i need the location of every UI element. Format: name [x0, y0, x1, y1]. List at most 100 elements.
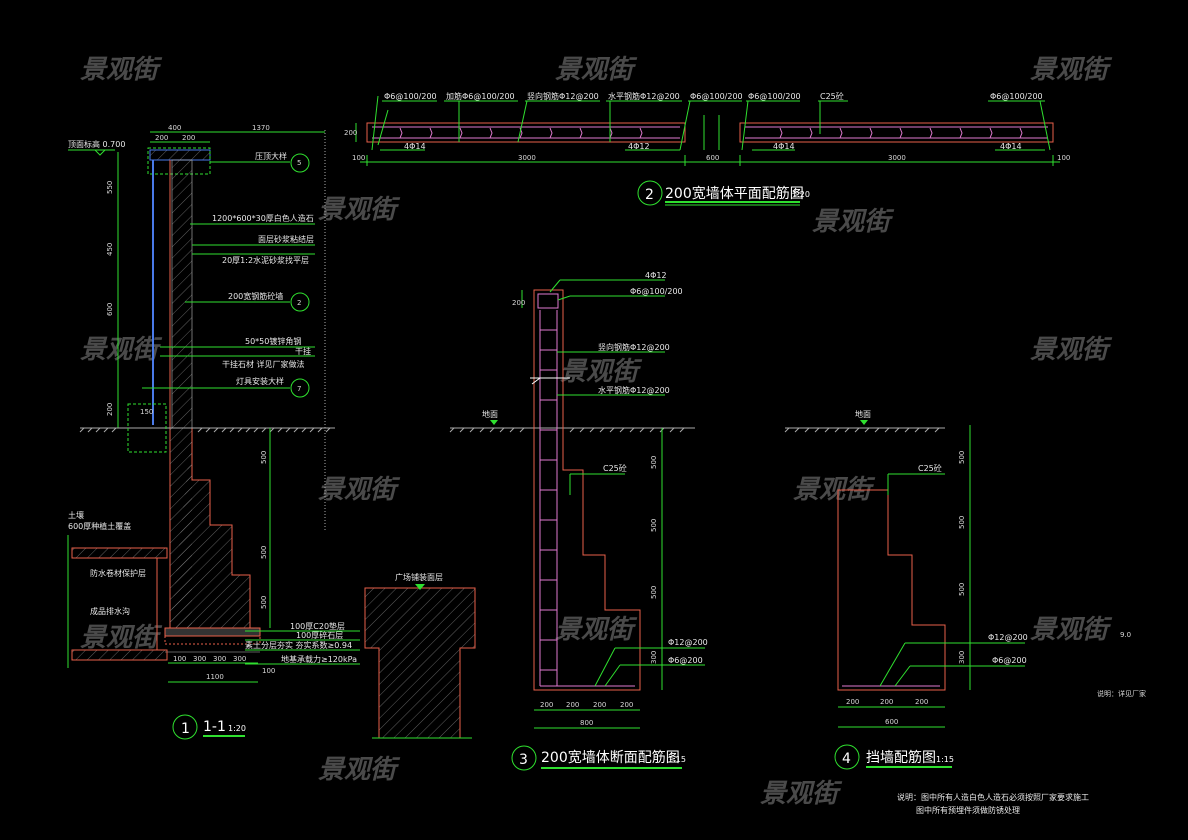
- dimension: 500: [650, 519, 658, 532]
- plan-label: Φ6@100/200: [690, 92, 743, 101]
- dimension: 500: [260, 546, 268, 559]
- watermark: 景观街: [812, 207, 895, 237]
- callout-label: 防水卷材保护层: [90, 568, 146, 578]
- elevation-label: 9.0: [1120, 631, 1131, 639]
- dimension: 500: [958, 583, 966, 596]
- plan-label: Φ6@100/200: [384, 92, 437, 101]
- elevation-label: 顶面标高 0.700: [68, 139, 125, 149]
- dimension: 200: [880, 698, 893, 706]
- dimension: 200: [155, 134, 168, 142]
- plan-label: 加筋Φ6@100/200: [446, 91, 515, 101]
- dimension: 500: [650, 456, 658, 469]
- plan-rebar-drawing: Φ6@100/200 加筋Φ6@100/200 竖向钢筋Φ12@200 水平钢筋…: [344, 91, 1070, 206]
- dimension: 300: [650, 651, 658, 664]
- drawing-title: 挡墙配筋图: [866, 749, 936, 766]
- callout-label: 土壤: [68, 510, 84, 520]
- dimension: 100: [262, 667, 275, 675]
- callout-label: C25砼: [918, 463, 942, 473]
- drawing-title: 1-1: [203, 719, 226, 735]
- dimension: 100: [173, 655, 186, 663]
- dimension: 500: [650, 586, 658, 599]
- callout-label: 成品排水沟: [90, 606, 130, 616]
- plan-label: 竖向钢筋Φ12@200: [527, 91, 599, 101]
- dimension: 200: [182, 134, 195, 142]
- section-4-drawing: 地面 C25砼 Φ12@200 Φ6@200 500 500 500 300 2…: [784, 409, 1028, 770]
- drawing-scale: 1:15: [936, 755, 954, 764]
- callout-label: Φ6@200: [992, 656, 1027, 665]
- watermark: 景观街: [760, 779, 843, 809]
- callout-label: 压顶大样: [255, 151, 287, 161]
- dimension: 400: [168, 124, 181, 132]
- dimension: 500: [958, 516, 966, 529]
- dimension: 600: [106, 303, 114, 316]
- callout-label: 面层砂浆粘结层: [258, 234, 314, 244]
- watermark: 景观街: [80, 335, 163, 365]
- plan-label: 水平钢筋Φ12@200: [608, 91, 680, 101]
- dimension: 200: [593, 701, 606, 709]
- dimension: 200: [344, 129, 357, 137]
- callout-label: 干挂: [295, 346, 311, 356]
- watermark: 景观街: [1030, 335, 1113, 365]
- dimension: 600: [706, 154, 719, 162]
- plan-label: C25砼: [820, 91, 844, 101]
- detail-ref-number: 7: [297, 385, 301, 393]
- dimension: 500: [260, 596, 268, 609]
- note-line: 图中所有预埋件须做防锈处理: [916, 805, 1020, 815]
- drawing-title: 200宽墙体平面配筋图: [665, 185, 804, 202]
- dimension: 550: [106, 181, 114, 194]
- dimension: 800: [580, 719, 593, 727]
- dimension: 3000: [888, 154, 906, 162]
- callout-label: Φ12@200: [668, 638, 708, 647]
- dimension: 450: [106, 243, 114, 256]
- callout-label: 干挂石材 详见厂家做法: [222, 359, 305, 369]
- callout-label: Φ12@200: [988, 633, 1028, 642]
- dimension: 600: [885, 718, 898, 726]
- plan-label: 4Φ14: [404, 142, 426, 151]
- dimension: 500: [958, 451, 966, 464]
- callout-label: 20厚1:2水泥砂浆找平层: [222, 255, 309, 265]
- ground-label: 地面: [482, 409, 498, 419]
- dimension: 100: [352, 154, 365, 162]
- watermark: 景观街: [555, 615, 638, 645]
- watermark: 景观街: [80, 55, 163, 85]
- callout-label: 600厚种植土覆盖: [68, 521, 131, 531]
- note-label: 说明：详见厂家: [1097, 689, 1146, 698]
- callout-label: 灯具安装大样: [236, 376, 284, 386]
- watermark: 景观街: [560, 357, 643, 387]
- section-1-1-drawing: 400 200 200 1370 顶面标高 0.700 550 450 600 …: [67, 124, 476, 740]
- callout-label: Φ6@200: [668, 656, 703, 665]
- callout-label: 100厚碎石层: [296, 630, 343, 640]
- callout-label: 50*50镀锌角钢: [245, 336, 301, 346]
- dimension: 200: [106, 403, 114, 416]
- watermark: 景观街: [80, 623, 163, 653]
- dimension: 1370: [252, 124, 270, 132]
- watermark: 景观街: [555, 55, 638, 85]
- dimension: 200: [512, 299, 525, 307]
- watermark: 景观街: [318, 755, 401, 785]
- note-line: 说明：图中所有人造白色人造石必须按照厂家要求施工: [897, 792, 1089, 802]
- callout-label: 200宽钢筋砼墙: [228, 291, 283, 301]
- plan-label: 4Φ12: [628, 142, 650, 151]
- callout-label: 水平钢筋Φ12@200: [598, 385, 670, 395]
- plan-label: Φ6@100/200: [748, 92, 801, 101]
- plan-label: Φ6@100/200: [990, 92, 1043, 101]
- dimension: 500: [260, 451, 268, 464]
- detail-ref-number: 5: [297, 159, 301, 167]
- drawing-number: 4: [842, 751, 851, 767]
- dimension: 200: [915, 698, 928, 706]
- dimension: 300: [233, 655, 246, 663]
- watermarks: 景观街 景观街 景观街 景观街 景观街 景观街 景观街 景观街 景观街 景观街 …: [80, 55, 1113, 809]
- section-3-drawing: 地面 4Φ12 Φ6@100/200 竖向钢筋Φ12@200 水平钢筋Φ12@2…: [449, 271, 708, 771]
- dimension: 3000: [518, 154, 536, 162]
- dimension: 1100: [206, 673, 224, 681]
- dimension: 200: [566, 701, 579, 709]
- dimension: 200: [620, 701, 633, 709]
- callout-label: 4Φ12: [645, 271, 667, 280]
- plan-label: 4Φ14: [1000, 142, 1022, 151]
- watermark: 景观街: [1030, 55, 1113, 85]
- drawing-number: 2: [645, 187, 654, 203]
- callout-label: 地基承载力≥120kPa: [281, 654, 357, 664]
- plan-label: 4Φ14: [773, 142, 795, 151]
- watermark: 景观街: [1030, 615, 1113, 645]
